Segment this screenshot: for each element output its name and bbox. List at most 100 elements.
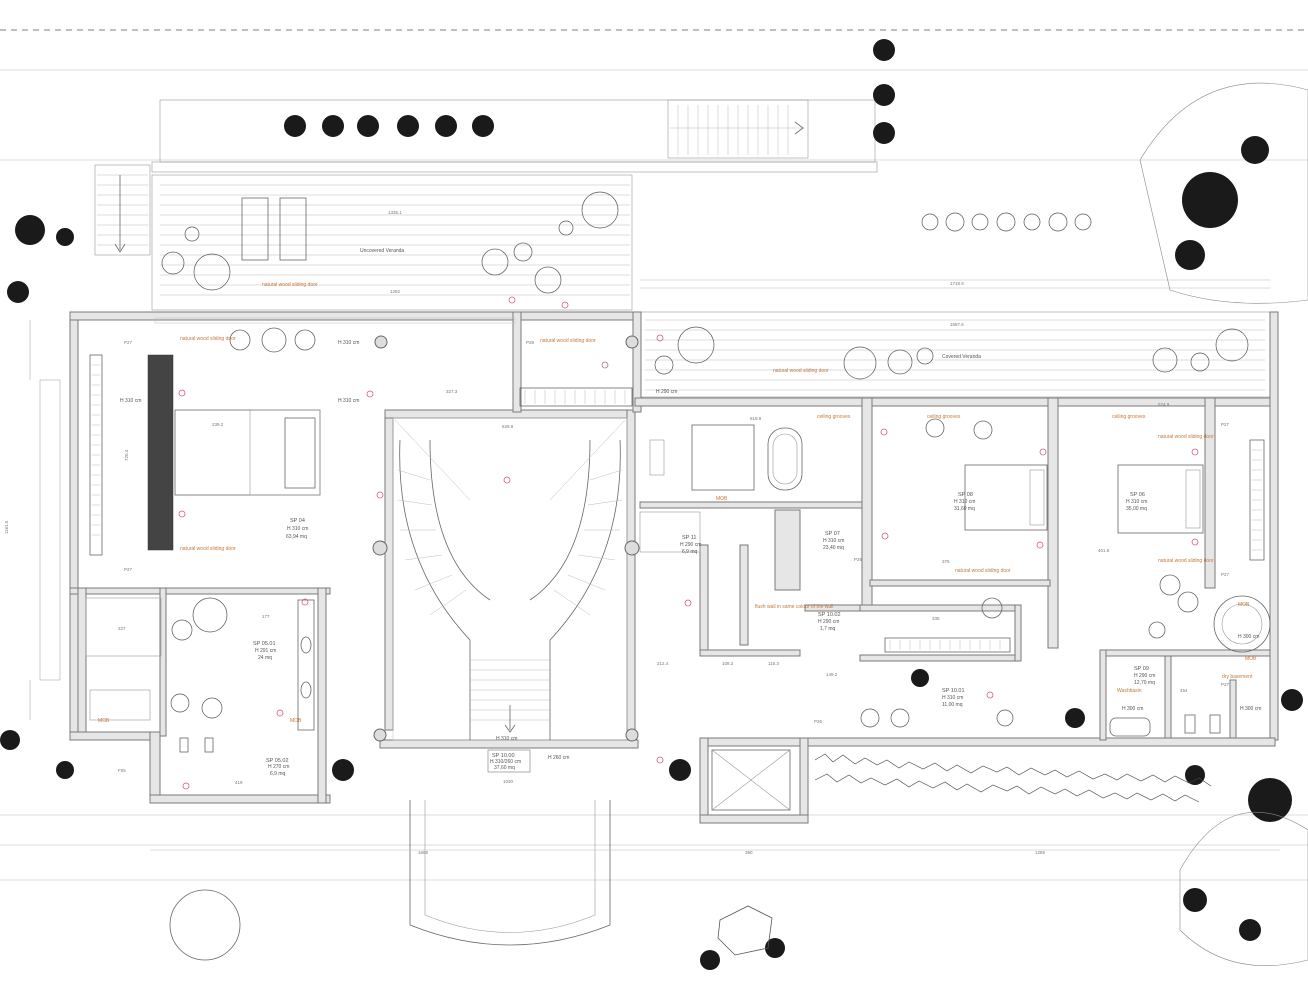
level-5: H 300 cm bbox=[1238, 634, 1259, 640]
dim-bath-w: 619.9 bbox=[750, 416, 762, 421]
level-9: H 310 cm bbox=[496, 736, 517, 742]
tag-2: P28 bbox=[526, 340, 535, 345]
bedroom-sp08: SP 08 H 310 cm 31,60 mq ceiling grooves … bbox=[773, 368, 1048, 621]
tag-1: P27 bbox=[124, 340, 133, 345]
mob-2: MOB bbox=[290, 718, 302, 724]
sp04-height: H 310 cm bbox=[287, 526, 308, 532]
dim-bottom-mid: 390 bbox=[745, 850, 753, 855]
sp1001-code: SP 10.01 bbox=[942, 688, 965, 694]
sp0502-code: SP 05.02 bbox=[266, 758, 289, 764]
sliding-door-note-1: natural wood sliding door bbox=[180, 336, 236, 342]
sp09-height: H 290 cm bbox=[1134, 673, 1155, 679]
uncovered-veranda-label: Uncovered Veranda bbox=[360, 248, 404, 254]
sliding-door-note-4: natural wood sliding door bbox=[540, 338, 596, 344]
sp06-code: SP 06 bbox=[1130, 492, 1145, 498]
sp0502-area: 6,9 mq bbox=[270, 771, 286, 777]
sp10-code: SP 10.00 bbox=[492, 753, 515, 759]
dim-sp04-w: 239.2 bbox=[212, 422, 224, 427]
level-1: H 310 cm bbox=[338, 340, 359, 346]
landscaping bbox=[0, 39, 1308, 970]
sp10-height: H 310/260 cm bbox=[490, 759, 521, 765]
site-lines bbox=[0, 69, 1308, 881]
level-6: H 300 cm bbox=[1122, 706, 1143, 712]
uncovered-veranda: Uncovered Veranda 1335.1 1282 bbox=[151, 174, 633, 311]
dim-108: 108.2 bbox=[722, 661, 734, 666]
sp04-area: 63,94 mq bbox=[286, 534, 307, 540]
dim-sp04-h: 720.4 bbox=[124, 449, 129, 461]
sliding-door-note-3: natural wood sliding door bbox=[262, 282, 318, 288]
master-bedroom: SP 04 H 310 cm 63,94 mq 239.2 natural wo… bbox=[89, 282, 516, 556]
tag-6: P27 bbox=[1221, 572, 1230, 577]
wall-note: flush wall in same colour of the wall bbox=[755, 604, 833, 610]
tag-9: F05 bbox=[118, 768, 126, 773]
tag-3: P27 bbox=[124, 567, 133, 572]
covered-veranda-label: Covered Veranda bbox=[942, 354, 981, 360]
dim-covered: 1687.6 bbox=[950, 322, 964, 327]
grid-tags: P27 P28 P27 P27 P26 P27 P27 P26 F05 bbox=[118, 340, 1230, 773]
bathroom-sp07: 619.9 SP 07 H 310 cm 23,40 mq MOB H 290 … bbox=[649, 389, 844, 551]
dim-375: 375 bbox=[942, 559, 950, 564]
sp06-height: H 310 cm bbox=[1126, 499, 1147, 505]
sp09-area: 12,70 mq bbox=[1134, 680, 1155, 686]
mob-1: MOB bbox=[98, 718, 110, 724]
bottom-dimensions: 1669 390 1285 1161.5 720.4 bbox=[4, 449, 1280, 855]
tag-8: P26 bbox=[814, 719, 823, 724]
dim-veranda: 1282 bbox=[390, 289, 401, 294]
dim-sp06-t: 574.9 bbox=[1158, 402, 1170, 407]
ceiling-grooves-1: ceiling grooves bbox=[927, 414, 961, 420]
ceiling-grooves-2: ceiling grooves bbox=[817, 414, 851, 420]
walk-in-closet: natural wood sliding door bbox=[519, 338, 633, 407]
sp08-area: 31,60 mq bbox=[954, 506, 975, 512]
tag-5: P26 bbox=[854, 557, 863, 562]
sp11-code: SP 11 bbox=[682, 535, 696, 541]
sliding-door-note-8: natural wood sliding door bbox=[1158, 558, 1214, 564]
dim-stair-width: 629.9 bbox=[502, 424, 514, 429]
dim-212: 212.4 bbox=[657, 661, 669, 666]
sp07-height: H 310 cm bbox=[823, 538, 844, 544]
sp1001-height: H 310 cm bbox=[942, 695, 963, 701]
dim-177: 177 bbox=[262, 614, 270, 619]
sp0501-code: SP 05.01 bbox=[253, 641, 276, 647]
sp1002-height: H 290 cm bbox=[818, 619, 839, 625]
sp09-code: SP 09 bbox=[1134, 666, 1149, 672]
sp0501-height: H 291 cm bbox=[255, 648, 276, 654]
sp1002-area: 1,7 mq bbox=[820, 626, 836, 632]
sliding-door-note-2: natural wood sliding door bbox=[180, 546, 236, 552]
dim-bottom-right: 1285 bbox=[1035, 850, 1046, 855]
tag-4: P27 bbox=[1221, 422, 1230, 427]
columns bbox=[372, 335, 640, 742]
sp11-height: H 290 cm bbox=[680, 542, 701, 548]
sp1002-code: SP 10.02 bbox=[818, 612, 841, 618]
dim-149: 149.2 bbox=[826, 672, 838, 677]
dim-stair-bottom: 1030 bbox=[503, 779, 514, 784]
dim-sp06-w: 401.6 bbox=[1098, 548, 1110, 553]
light-points bbox=[178, 296, 1199, 790]
dim-left-height: 1161.5 bbox=[4, 520, 9, 534]
wc-sp0502: SP 05.02 H 270 cm 6,9 mq 419 bbox=[179, 737, 289, 785]
dim-bottom-left: 1669 bbox=[418, 850, 429, 855]
dressing-room: 227 SP 05.01 H 291 cm 24 mq 177 MOB MOB bbox=[85, 597, 315, 731]
tag-7: P27 bbox=[1221, 682, 1230, 687]
sp06-area: 35,00 mq bbox=[1126, 506, 1147, 512]
dim-115: 115.3 bbox=[768, 661, 779, 666]
dim-right-total: 1719.9 bbox=[950, 281, 964, 286]
sp1001-area: 11,00 mq bbox=[942, 702, 963, 708]
washbasin-label: Washbasin bbox=[1117, 688, 1142, 694]
sliding-door-note-7: natural wood sliding door bbox=[1158, 434, 1214, 440]
level-2: H 310 cm bbox=[338, 398, 359, 404]
entrance-hall: SP 10.00 H 310/260 cm 37,60 mq H 260 cm … bbox=[409, 424, 791, 946]
mob-3: MOB bbox=[716, 496, 728, 502]
sp07-area: 23,40 mq bbox=[823, 545, 844, 551]
service-sp11: SP 11 H 290 cm 6,9 mq flush wall in same… bbox=[639, 511, 833, 666]
level-3: H 310 cm bbox=[120, 398, 141, 404]
dim-454: 454 bbox=[1180, 688, 1188, 693]
dim-335: 335 bbox=[932, 616, 940, 621]
bathroom-sp09: SP 09 H 290 cm 12,70 mq Washbasin dry ba… bbox=[1109, 595, 1271, 737]
mob-5: MOB bbox=[1245, 656, 1257, 662]
level-8: H 260 cm bbox=[548, 755, 569, 761]
sp04-code: SP 04 bbox=[290, 518, 305, 524]
sp0502-height: H 270 cm bbox=[268, 764, 289, 770]
level-7: H 300 cm bbox=[1240, 706, 1261, 712]
exterior-walls bbox=[69, 311, 1279, 824]
